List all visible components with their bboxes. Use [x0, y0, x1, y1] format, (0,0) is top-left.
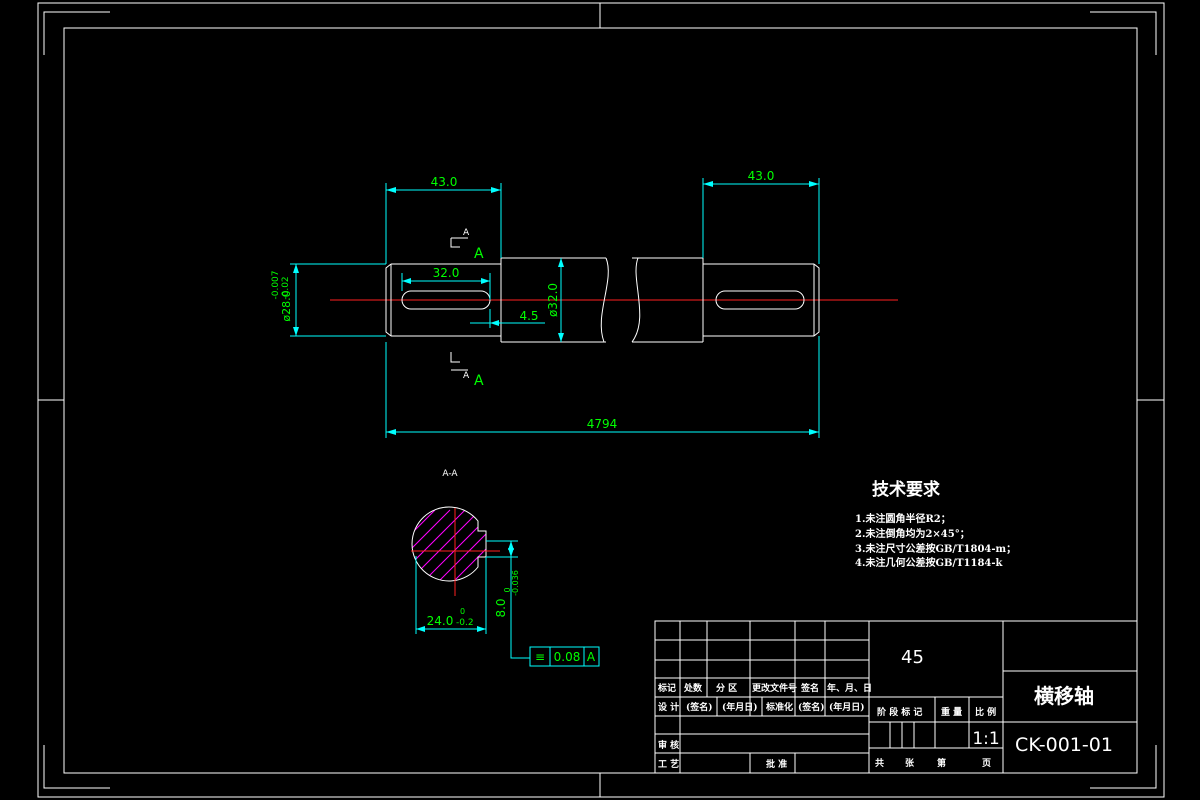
dimension-arrows — [293, 181, 819, 435]
label-nth: 第 — [937, 757, 946, 769]
dim-end-diameter-tol-upper: -0.007 — [271, 270, 281, 299]
section-letter-bottom: A — [474, 373, 484, 389]
label-total: 共 — [875, 757, 884, 769]
label-date-paren-2: (年月日) — [829, 701, 865, 713]
dim-end-diameter: ø28.0 — [280, 290, 293, 321]
dim-section-width-tol-lower: -0.2 — [456, 618, 474, 628]
label-sign-paren: (签名) — [686, 701, 713, 713]
tolerance-datum: A — [587, 650, 596, 664]
dim-top-right-length: 43.0 — [748, 169, 775, 183]
label-stage-mark: 阶 段 标 记 — [877, 706, 922, 718]
dim-key-width: 8.0 — [494, 598, 508, 617]
tech-req-item: 2.未注倒角均为2×45°； — [855, 527, 970, 540]
label-mark: 标记 — [657, 682, 676, 694]
dim-keyway-offset: 4.5 — [519, 309, 538, 323]
label-sheets: 张 — [905, 757, 915, 769]
dim-end-diameter-tol-lower: -0.02 — [281, 276, 291, 299]
tolerance-symbol: ≡ — [535, 650, 545, 664]
label-sign: 签名 — [800, 682, 819, 694]
label-date-paren: (年月日) — [722, 701, 758, 713]
label-change-doc: 更改文件号 — [752, 682, 797, 694]
dim-top-left-length: 43.0 — [431, 175, 458, 189]
dim-keyway-length: 32.0 — [433, 266, 460, 280]
tech-req-heading: 技术要求 — [872, 479, 940, 500]
drawing-frame — [37, 2, 1165, 798]
label-weight: 重 量 — [941, 706, 962, 718]
label-date: 年、月、日 — [827, 682, 872, 694]
drawing-number: CK-001-01 — [1015, 734, 1113, 756]
shaft-outline — [385, 257, 820, 343]
label-page: 页 — [982, 758, 991, 769]
technical-requirements: 技术要求 1.未注圆角半径R2； 2.未注倒角均为2×45°； 3.未注尺寸公差… — [855, 479, 1016, 569]
scale-value: 1:1 — [972, 729, 999, 749]
tech-req-item: 1.未注圆角半径R2； — [855, 512, 951, 525]
dim-key-width-tol-upper: 0 — [503, 587, 512, 592]
section-dimension-arrows — [416, 541, 514, 632]
label-approve: 批 准 — [766, 758, 787, 770]
dim-section-width-tol-upper: 0 — [460, 607, 465, 616]
part-name: 横移轴 — [1034, 684, 1094, 708]
section-letter-bottom-small: A — [463, 371, 470, 381]
section-dimensions — [415, 540, 530, 659]
dimension-lines — [290, 178, 820, 438]
label-design: 设 计 — [658, 701, 679, 713]
label-standard: 标准化 — [765, 701, 793, 713]
dim-overall-length: 4794 — [587, 417, 618, 431]
label-zone: 分 区 — [716, 682, 737, 694]
section-title: A-A — [442, 469, 458, 479]
tech-req-item: 3.未注尺寸公差按GB/T1804-m； — [855, 542, 1016, 555]
label-review: 审 核 — [658, 739, 679, 751]
title-block-labels: 标记 处数 分 区 更改文件号 签名 年、月、日 设 计 (签名) (年月日) … — [657, 682, 996, 770]
corner-marks — [43, 11, 1157, 789]
dim-key-width-tol-lower: -0.036 — [511, 570, 520, 596]
dim-section-width: 24.0 — [427, 614, 454, 628]
label-sign-paren-2: (签名) — [798, 701, 825, 713]
dim-shoulder-diameter: ø32.0 — [546, 283, 560, 317]
material-value: 45 — [901, 647, 924, 668]
label-scale: 比 例 — [975, 706, 996, 718]
tolerance-value: 0.08 — [554, 650, 581, 664]
label-process: 工 艺 — [658, 758, 679, 770]
section-view — [411, 506, 500, 596]
label-count: 处数 — [683, 682, 703, 694]
tech-req-item: 4.未注几何公差按GB/T1184-k — [855, 556, 1004, 569]
geometric-tolerance-frame: ≡ 0.08 A — [529, 646, 600, 667]
section-letter-top-small: A — [463, 228, 470, 238]
section-letter-top: A — [474, 246, 484, 262]
section-cut-markers — [450, 237, 468, 371]
title-block-grid — [654, 620, 1138, 774]
